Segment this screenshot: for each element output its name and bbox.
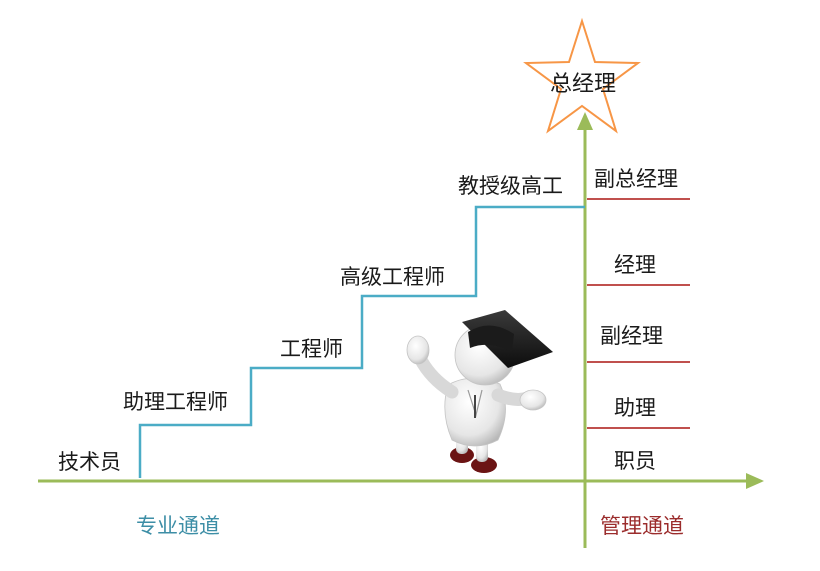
professional-staircase: [138, 205, 585, 478]
top-position-label: 总经理: [550, 72, 616, 97]
graduate-figure-icon: [406, 310, 553, 473]
pro-step-label: 技术员: [58, 450, 121, 474]
horizontal-axis-arrowhead: [746, 473, 764, 489]
vertical-axis-arrowhead: [577, 112, 593, 130]
mgmt-level-label: 经理: [614, 253, 656, 277]
mgmt-level-label: 副经理: [600, 324, 663, 348]
star-icon: [523, 17, 641, 134]
professional-channel-label: 专业通道: [136, 514, 220, 538]
pro-step-label: 高级工程师: [340, 265, 445, 289]
mgmt-level-label: 助理: [614, 396, 656, 420]
pro-step-label: 工程师: [280, 337, 343, 361]
management-channel-label: 管理通道: [600, 514, 684, 538]
pro-step-label: 教授级高工: [458, 174, 563, 198]
mgmt-level-label: 副总经理: [594, 167, 678, 191]
mgmt-level-label: 职员: [614, 449, 656, 473]
pro-step-label: 助理工程师: [123, 390, 228, 414]
